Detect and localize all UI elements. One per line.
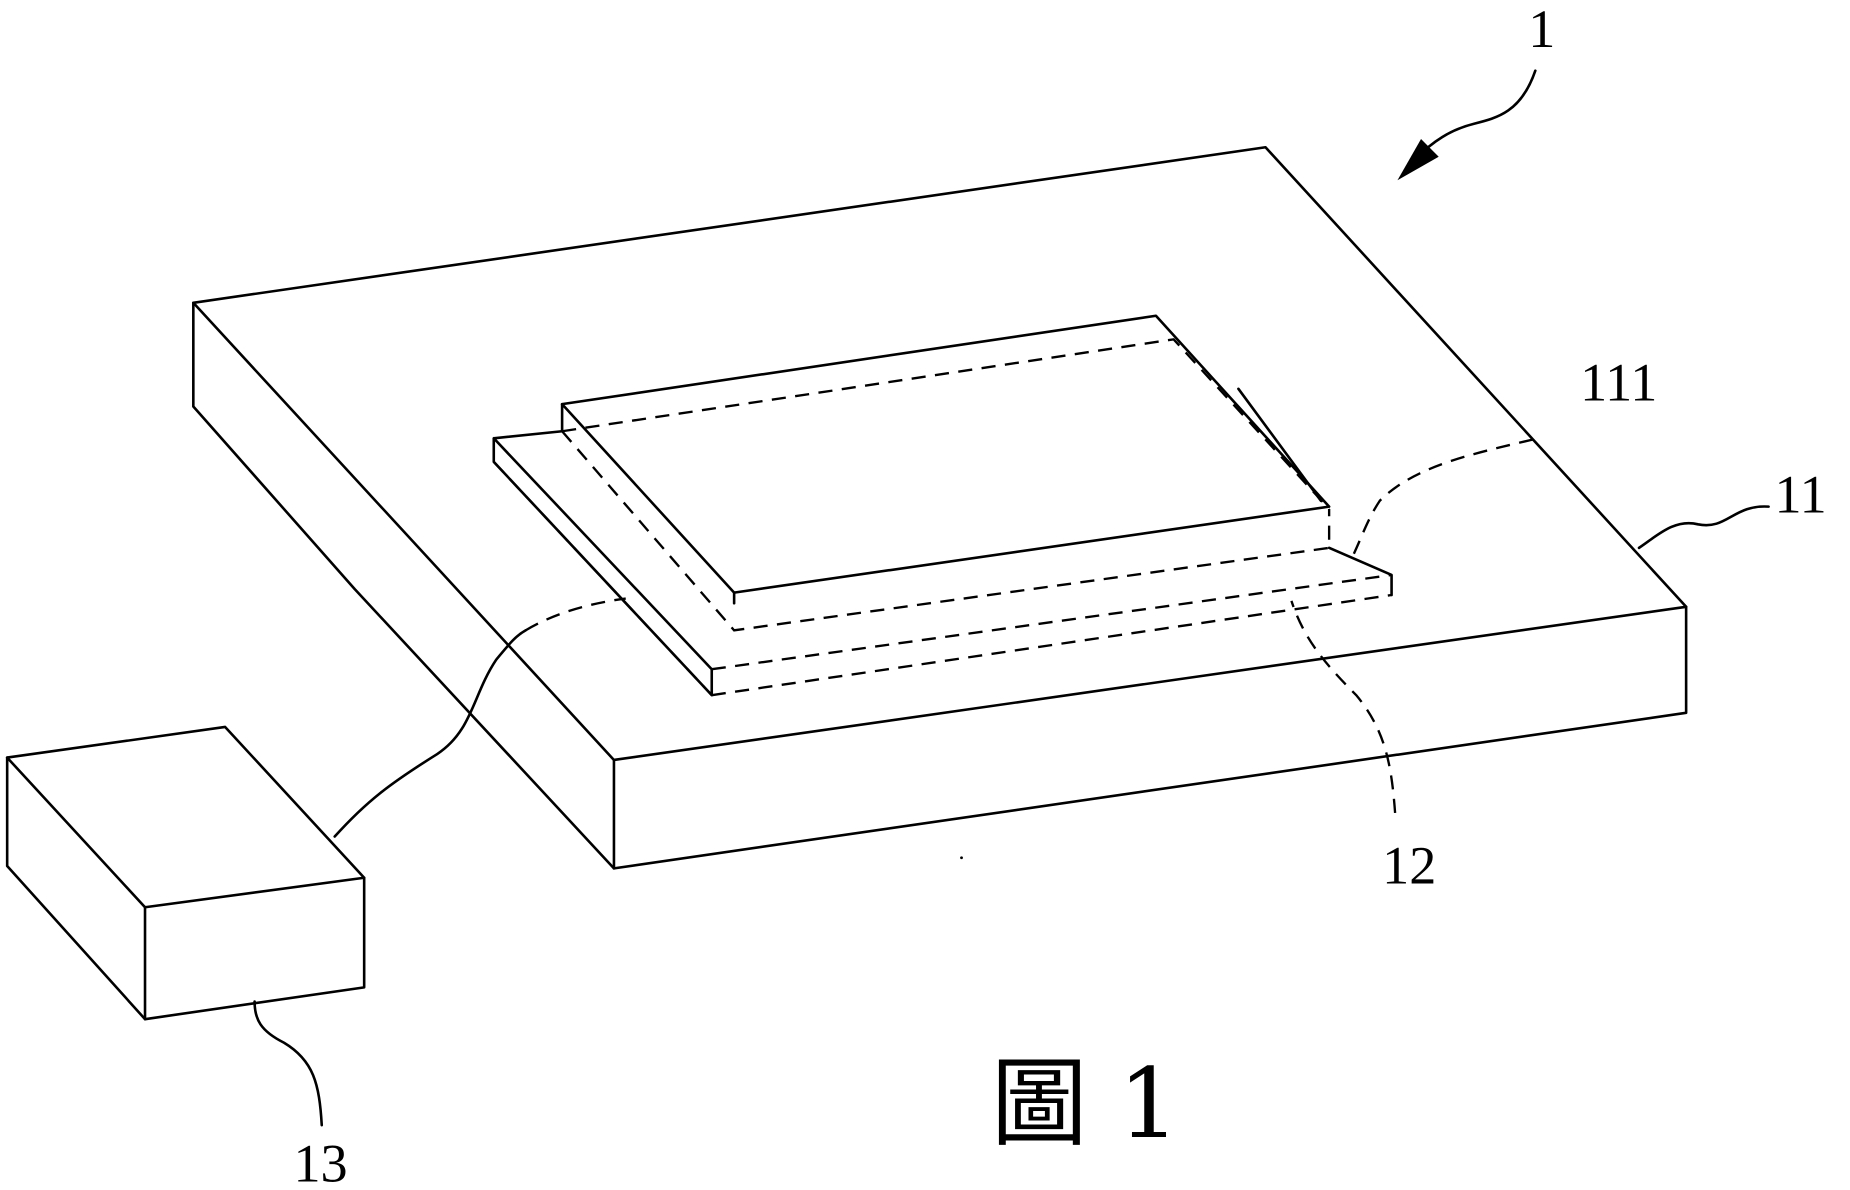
label-controller: 13 xyxy=(293,1134,347,1190)
label-recess: 111 xyxy=(1580,353,1657,413)
cable xyxy=(333,629,527,838)
controller-box xyxy=(5,725,366,1021)
label-base: 11 xyxy=(1774,465,1826,525)
label-device: 1 xyxy=(1528,0,1555,59)
arrow-icon xyxy=(1397,139,1439,181)
figure-caption: 圖 1 xyxy=(991,1047,1180,1160)
cable-hidden xyxy=(524,597,626,632)
base-slab xyxy=(192,145,1688,870)
label-plate: 12 xyxy=(1382,836,1436,896)
lower-plate xyxy=(492,429,1393,697)
upper-plate xyxy=(560,314,1331,632)
